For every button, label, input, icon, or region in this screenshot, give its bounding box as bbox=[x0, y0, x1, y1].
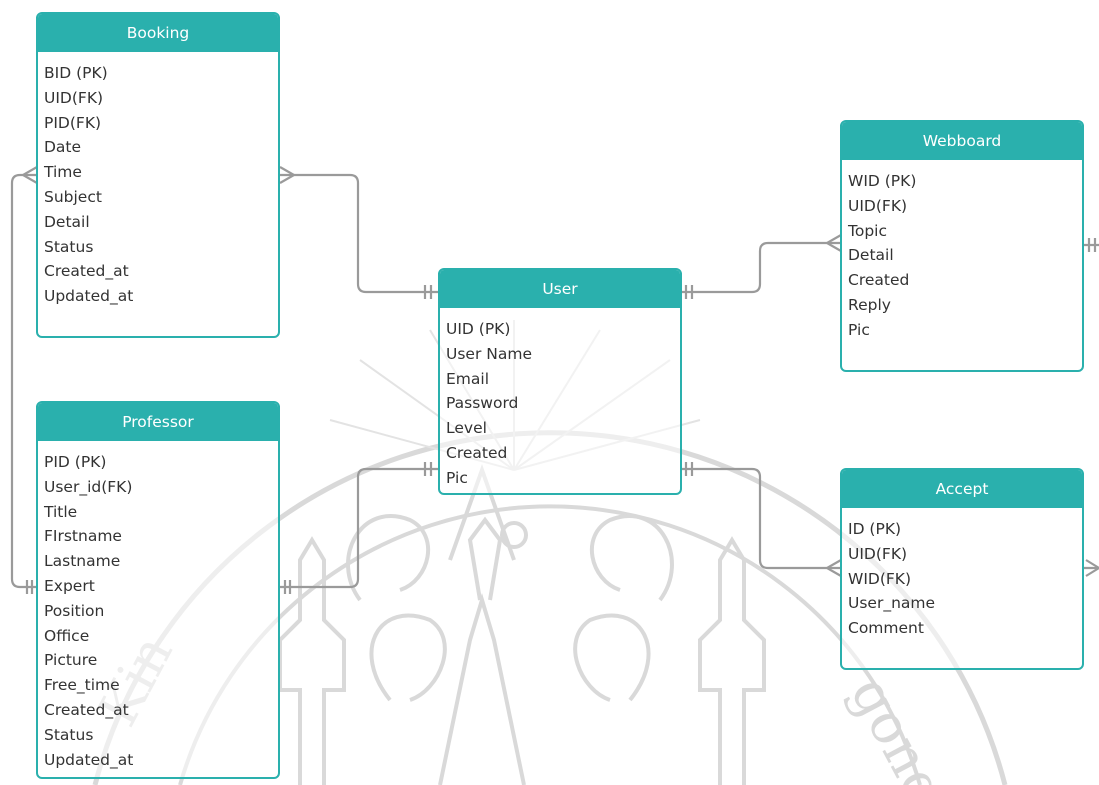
entity-field: Topic bbox=[848, 221, 887, 240]
entity-field: Detail bbox=[848, 246, 894, 265]
entity-field: Free_time bbox=[44, 676, 120, 695]
entity-field: PID(FK) bbox=[44, 113, 102, 132]
entity-field: User Name bbox=[446, 344, 532, 363]
entity-title: Accept bbox=[842, 470, 1082, 508]
entity-field: Status bbox=[44, 237, 94, 256]
entity-field: Created_at bbox=[44, 700, 129, 719]
entity-field: UID(FK) bbox=[848, 544, 908, 563]
entity-field: Level bbox=[446, 419, 487, 438]
relationship-booking-user bbox=[279, 166, 440, 299]
entity-field: User_name bbox=[848, 594, 936, 613]
entity-field: Expert bbox=[44, 576, 95, 595]
entity-field: Status bbox=[44, 725, 94, 744]
relationship-booking-professor bbox=[10, 166, 38, 594]
entity-field: PID (PK) bbox=[44, 453, 107, 471]
entity-field: Pic bbox=[446, 468, 468, 487]
relationship-accept-offscreen bbox=[1082, 559, 1099, 577]
entity-field: Email bbox=[446, 369, 490, 388]
entity-field: FIrstname bbox=[44, 527, 122, 546]
entity-field: Updated_at bbox=[44, 750, 134, 769]
entity-field: Date bbox=[44, 138, 82, 157]
relationship-professor-user bbox=[280, 462, 440, 594]
entity-field: Position bbox=[44, 601, 105, 620]
entity-field: User_id(FK) bbox=[44, 477, 133, 496]
entity-field: UID (PK) bbox=[446, 320, 511, 338]
entity-field: ID (PK) bbox=[848, 520, 902, 538]
entity-title: User bbox=[440, 270, 680, 308]
entity-field: Created bbox=[446, 443, 508, 462]
entity-field: Picture bbox=[44, 651, 98, 670]
entity-field: Detail bbox=[44, 212, 90, 231]
entity-field: UID(FK) bbox=[848, 196, 908, 215]
entity-field: WID (PK) bbox=[848, 172, 917, 190]
entity-title: Webboard bbox=[842, 122, 1082, 160]
relationship-webboard-offscreen bbox=[1082, 238, 1099, 252]
entity-field: Password bbox=[446, 394, 519, 413]
entity-title: Booking bbox=[38, 14, 278, 52]
relationship-user-webboard bbox=[681, 234, 842, 299]
watermark-text-right: gong bbox=[839, 667, 959, 785]
entity-field: Pic bbox=[848, 320, 870, 339]
entity-field: Comment bbox=[848, 619, 924, 638]
entity-field: WID(FK) bbox=[848, 569, 912, 588]
entity-field: Reply bbox=[848, 295, 891, 314]
entity-field: Title bbox=[44, 502, 78, 521]
entity-field: Lastname bbox=[44, 552, 121, 571]
entity-field: Office bbox=[44, 626, 90, 645]
entity-field: BID (PK) bbox=[44, 64, 108, 82]
entity-field: Created bbox=[848, 271, 910, 290]
entity-field: Updated_at bbox=[44, 287, 134, 306]
entity-title: Professor bbox=[38, 403, 278, 441]
entity-field: UID(FK) bbox=[44, 88, 104, 107]
entity-field: Created_at bbox=[44, 262, 129, 281]
entity-field: Subject bbox=[44, 187, 102, 206]
relationship-user-accept bbox=[681, 462, 842, 577]
entity-field: Time bbox=[44, 163, 82, 182]
